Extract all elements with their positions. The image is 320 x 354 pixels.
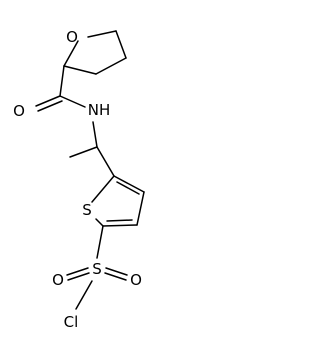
sulfonyl-oxygen-left-label: O bbox=[52, 271, 64, 289]
bond-thio-c4-c5 bbox=[102, 224, 138, 227]
bond-thf-c3-c2 bbox=[63, 65, 97, 75]
bond-carbonyl-n bbox=[59, 95, 86, 108]
ethyl-branch bbox=[69, 146, 115, 177]
bond-thf-c5-c4 bbox=[115, 30, 127, 59]
bond-ch-methyl bbox=[69, 146, 98, 158]
bond-c2-carbonyl bbox=[59, 65, 65, 97]
bond-so-left-b bbox=[67, 272, 90, 281]
chemical-structure: O O NH S S O O Cl bbox=[13, 28, 145, 331]
bond-so-left-a bbox=[66, 267, 89, 276]
sulfonyl-sulfur-label: S bbox=[92, 260, 102, 278]
bond-thio-c5-s bbox=[95, 218, 104, 227]
bond-so-right-a bbox=[105, 267, 128, 276]
sulfonyl-chloride-group bbox=[66, 225, 128, 310]
bond-thf-c4-c3 bbox=[95, 57, 127, 75]
bond-thio-c4-c5-inner bbox=[106, 219, 133, 222]
carbonyl-oxygen-label: O bbox=[13, 102, 25, 120]
thiophene-sulfur-label: S bbox=[82, 201, 92, 219]
amide-linker bbox=[35, 65, 98, 148]
bond-carbonyl-double-b bbox=[37, 100, 63, 112]
bond-thf-o-c2 bbox=[63, 40, 79, 67]
amide-nh-label: NH bbox=[88, 101, 111, 119]
bond-s-cl bbox=[75, 280, 93, 310]
bond-carbonyl-double-a bbox=[35, 95, 61, 107]
bond-thio-c2-c3-inner bbox=[116, 181, 140, 195]
bond-thf-o-c5 bbox=[87, 30, 117, 38]
bond-c5-sulfonyl bbox=[96, 225, 104, 259]
chlorine-label: Cl bbox=[64, 313, 79, 331]
bond-thio-s-c2 bbox=[91, 175, 115, 203]
thiophene-ring bbox=[91, 175, 145, 227]
ring-oxygen-label: O bbox=[66, 28, 78, 46]
bond-thio-c2-c3 bbox=[113, 175, 145, 193]
bond-ch-thiophene bbox=[96, 146, 115, 177]
bond-thio-c3-c4 bbox=[136, 191, 145, 226]
bond-so-right-b bbox=[104, 272, 127, 281]
tetrahydrofuran-ring bbox=[63, 30, 127, 75]
atom-labels: O O NH S S O O Cl bbox=[13, 28, 142, 331]
bond-n-ch bbox=[92, 121, 98, 148]
sulfonyl-oxygen-right-label: O bbox=[130, 271, 142, 289]
